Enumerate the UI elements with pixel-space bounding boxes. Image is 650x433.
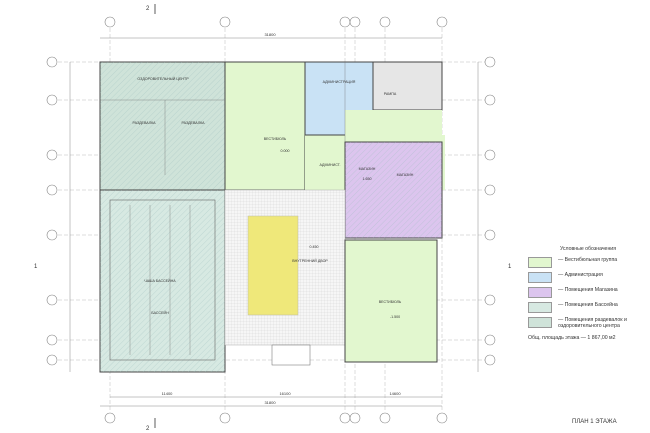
legend-item: — Помещения раздевалок и оздоровительног… bbox=[528, 317, 648, 329]
dim-bottom-3: 14600 bbox=[389, 391, 401, 396]
legend-swatch-shop bbox=[528, 287, 552, 298]
legend-item: — Вестибюльная группа bbox=[528, 257, 648, 268]
room-lower-lobby-level: -1.500 bbox=[390, 315, 400, 319]
legend-label: — Администрация bbox=[558, 272, 603, 278]
stairs bbox=[271, 344, 311, 366]
axis-bubbles bbox=[46, 16, 496, 424]
courtyard-field bbox=[247, 215, 299, 316]
dim-bottom-1: 11400 bbox=[162, 391, 174, 396]
zone-lower-lobby bbox=[344, 239, 438, 363]
room-health-center: ОЗДОРОВИТЕЛЬНЫЙ ЦЕНТР bbox=[137, 77, 189, 81]
dim-bottom-total: 31800 bbox=[264, 400, 276, 405]
legend-item: — Администрация bbox=[528, 272, 648, 283]
section-mark-bottom: 2 bbox=[146, 426, 150, 432]
room-pool: БАССЕЙН bbox=[151, 311, 169, 315]
plan-title: ПЛАН 1 ЭТАЖА bbox=[572, 419, 617, 425]
legend-label: — Помещения Бассейна bbox=[558, 302, 618, 308]
room-shop-1: МАГАЗИН bbox=[359, 167, 376, 171]
axis-mark-right: 1 bbox=[508, 264, 512, 270]
legend-swatch-locker bbox=[528, 317, 552, 328]
legend-item: — Помещения Бассейна bbox=[528, 302, 648, 313]
zone-admin bbox=[304, 61, 374, 136]
section-mark-top: 2 bbox=[146, 6, 150, 12]
pool-bowl bbox=[109, 199, 216, 361]
legend-label: — Помещения Магазина bbox=[558, 287, 618, 293]
total-area: Общ. площадь этажа — 1 867,00 м2 bbox=[528, 335, 616, 341]
legend-swatch-admin bbox=[528, 272, 552, 283]
room-pool-bowl: ЧАША БАССЕЙНА bbox=[144, 279, 176, 283]
room-ramp: РАМПА bbox=[384, 92, 397, 96]
legend-label: — Вестибюльная группа bbox=[558, 257, 618, 263]
zone-lobby bbox=[224, 61, 306, 191]
legend-swatch-pool bbox=[528, 302, 552, 313]
dim-top-total: 31800 bbox=[264, 32, 276, 37]
dim-bottom-2: 16100 bbox=[279, 391, 291, 396]
room-courtyard: ВНУТРЕННИЙ ДВОР bbox=[292, 259, 328, 263]
room-locker-2: РАЗДЕВАЛКА bbox=[181, 121, 205, 125]
axis-mark-left: 1 bbox=[34, 264, 38, 270]
room-lobby-level: 0.000 bbox=[281, 149, 290, 153]
legend-swatch-lobby bbox=[528, 257, 552, 268]
room-admin-lobby: АДМИНИСТ. bbox=[320, 163, 341, 167]
room-lobby: ВЕСТИБЮЛЬ bbox=[264, 137, 287, 141]
legend-title: Условные обозначения bbox=[559, 246, 617, 252]
room-locker-1: РАЗДЕВАЛКА bbox=[132, 121, 156, 125]
room-lower-lobby: ВЕСТИБЮЛЬ bbox=[379, 300, 402, 304]
legend: Условные обозначения — Вестибюльная груп… bbox=[528, 246, 648, 341]
room-admin: АДМИНИСТРАЦИЯ bbox=[323, 80, 356, 84]
room-courtyard-level: 0.450 bbox=[310, 245, 319, 249]
legend-item: — Помещения Магазина bbox=[528, 287, 648, 298]
room-shop-1-level: 1.650 bbox=[363, 177, 372, 181]
legend-label: — Помещения раздевалок и оздоровительног… bbox=[558, 317, 627, 329]
zone-ramp bbox=[372, 61, 443, 111]
room-shop-2: МАГАЗИН bbox=[397, 173, 414, 177]
